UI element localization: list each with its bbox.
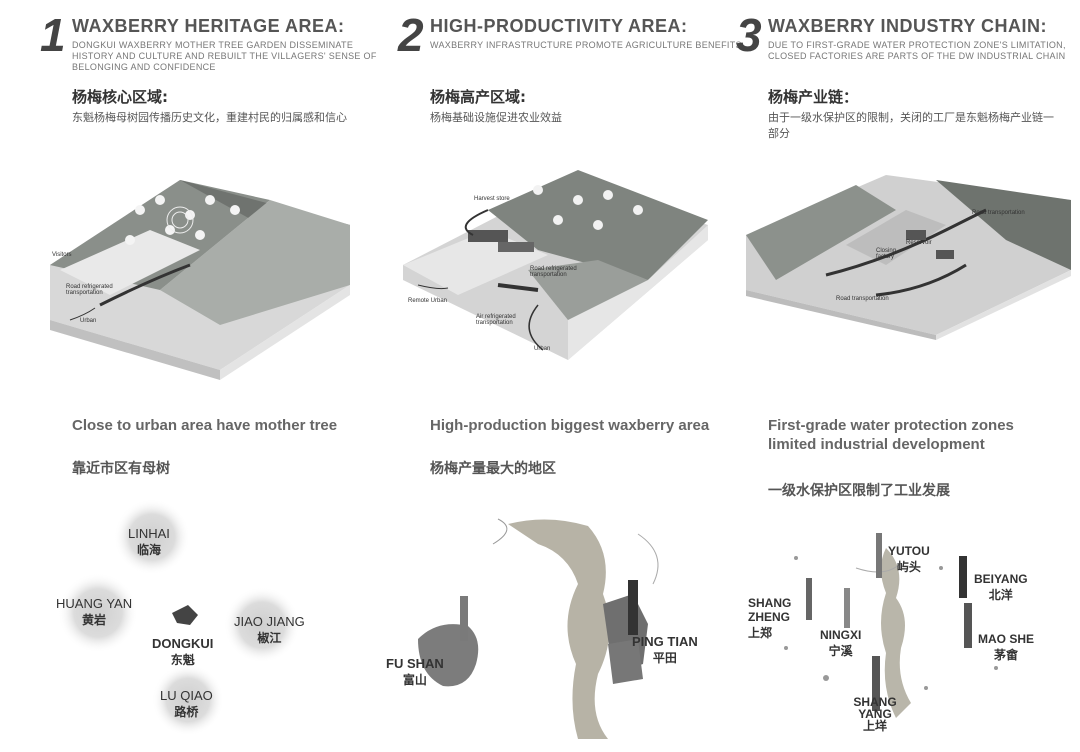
panel-title-cn: 杨梅高产区域: xyxy=(430,88,526,106)
panel-caption: High-production biggest waxberry area xyxy=(430,417,710,434)
panel-title-cn: 杨梅核心区域: xyxy=(72,88,168,106)
panel-number: 1 xyxy=(40,9,66,61)
panel-title-cn: 杨梅产业链： xyxy=(768,88,859,106)
diagram-label-closing-factory: Closing factory xyxy=(876,248,897,260)
terrain-block-illustration xyxy=(403,170,708,360)
panel-number: 3 xyxy=(736,9,762,61)
diagram-label-road: Road refrigerated transportation xyxy=(530,266,577,278)
panel-desc-cn: 杨梅基础设施促进农业效益 xyxy=(430,111,562,124)
panel-title: WAXBERRY HERITAGE AREA: xyxy=(72,16,345,36)
panel-subtitle: DONGKUI WAXBERRY MOTHER TREE GARDEN DISS… xyxy=(72,40,377,72)
diagram-label-urban: Urban xyxy=(534,346,551,352)
panel-number: 2 xyxy=(398,9,424,61)
map-background xyxy=(58,499,300,735)
diagram-label-reservoir: Reservoir xyxy=(906,240,932,246)
diagram-label-air: Air refrigerated transportation xyxy=(476,314,516,326)
panel-subtitle: WAXBERRY INFRASTRUCTURE PROMOTE AGRICULT… xyxy=(430,40,742,50)
terrain-block-illustration xyxy=(50,180,350,380)
panel-subtitle: DUE TO FIRST-GRADE WATER PROTECTION ZONE… xyxy=(768,40,1066,61)
panel-caption-cn: 一级水保护区限制了工业发展 xyxy=(768,483,950,499)
diagram-label-urban: Urban xyxy=(80,318,97,324)
diagram-label-remote-urban: Remote Urban xyxy=(408,298,448,304)
map-background xyxy=(418,518,659,739)
map-background xyxy=(784,533,998,718)
panel-caption-cn: 靠近市区有母树 xyxy=(72,461,170,477)
panel-industry-chain: 3 WAXBERRY INDUSTRY CHAIN: DUE TO FIRST-… xyxy=(736,0,1076,752)
panel-caption: First-grade water protection zones limit… xyxy=(768,417,1014,453)
diagram-label-road-top: Road transportation xyxy=(972,210,1025,216)
panel-desc-cn: 由于一级水保护区的限制，关闭的工厂是东魁杨梅产业链一部分 xyxy=(768,111,1054,140)
panel-high-productivity: 2 HIGH-PRODUCTIVITY AREA: WAXBERRY INFRA… xyxy=(386,0,742,752)
diagram-label-harvest-store: Harvest store xyxy=(474,196,510,202)
panel-caption-cn: 杨梅产量最大的地区 xyxy=(430,461,556,477)
diagram-label-visitors: Visitors xyxy=(52,252,72,258)
panel-caption: Close to urban area have mother tree xyxy=(72,417,338,434)
panel-title: HIGH-PRODUCTIVITY AREA: xyxy=(430,16,688,36)
terrain-block-illustration xyxy=(746,175,1071,340)
diagram-label-road-bottom: Road transportation xyxy=(836,296,889,302)
panel-title: WAXBERRY INDUSTRY CHAIN: xyxy=(768,16,1048,36)
panel-heritage: 1 WAXBERRY HERITAGE AREA: DONGKUI WAXBER… xyxy=(40,0,380,752)
panel-desc-cn: 东魁杨梅母树园传播历史文化，重建村民的归属感和信心 xyxy=(72,111,347,124)
diagram-label-road: Road refrigerated transportation xyxy=(66,284,113,296)
